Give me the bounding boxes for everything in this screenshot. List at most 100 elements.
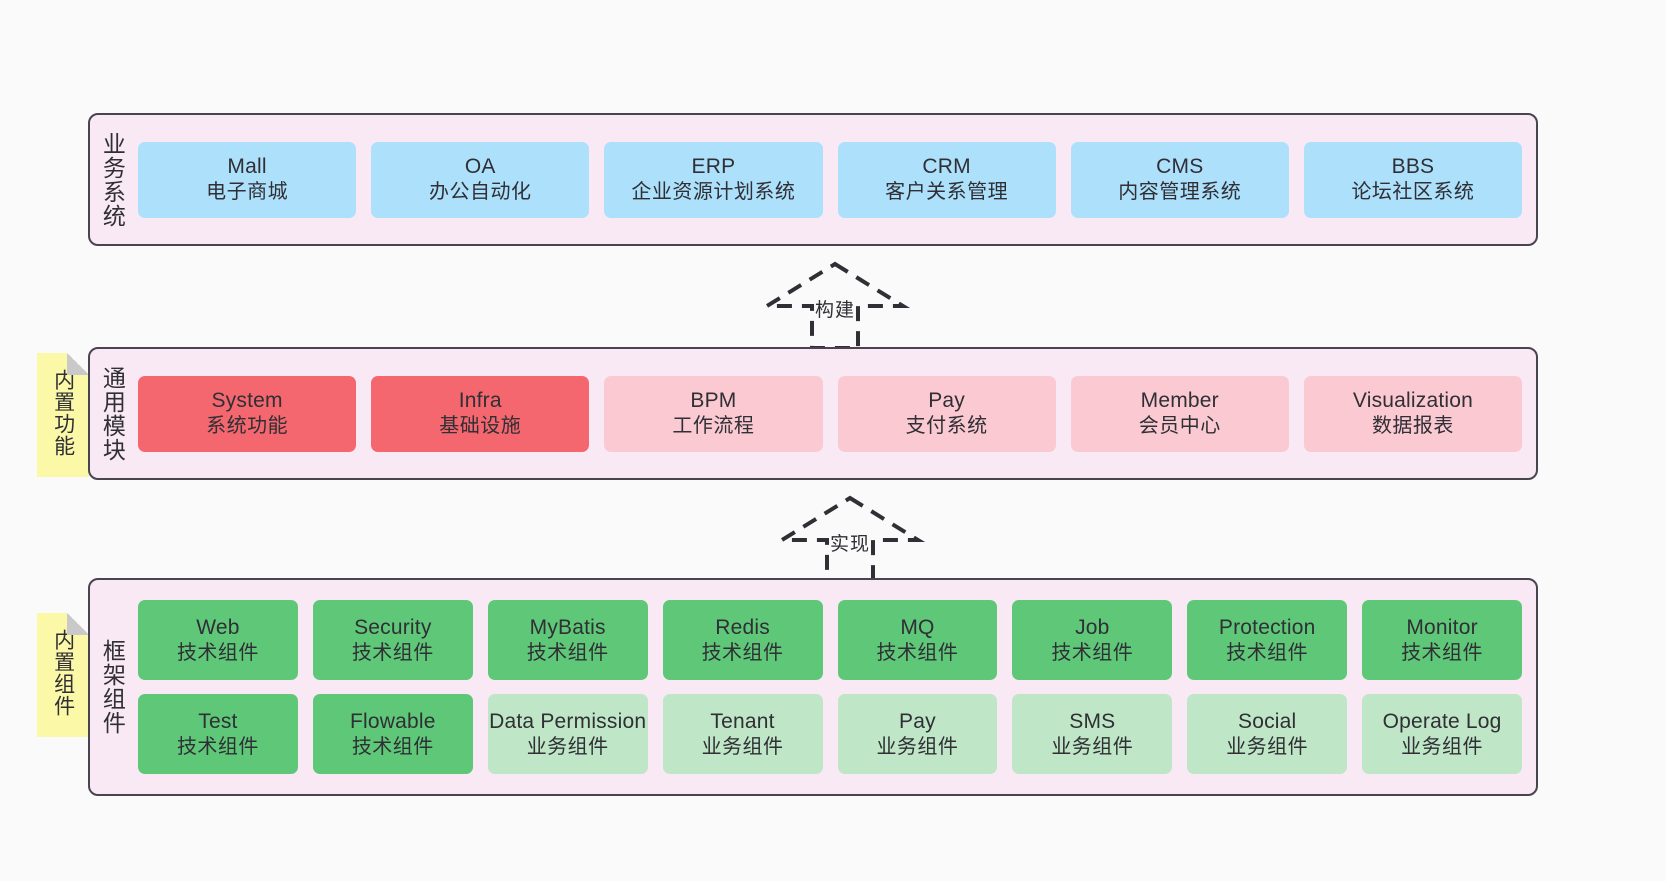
layer-title-framework: 框架组件 <box>99 639 126 735</box>
card-title: MQ <box>900 615 935 639</box>
card-subtitle: 技术组件 <box>176 641 259 664</box>
card-title: Tenant <box>710 709 775 733</box>
card-bpm[interactable]: BPM 工作流程 <box>604 375 823 452</box>
card-title: Job <box>1075 615 1110 639</box>
card-subtitle: 系统功能 <box>206 415 289 438</box>
layer-title-modules: 通用模块 <box>99 365 126 462</box>
card-subtitle: 技术组件 <box>1226 641 1309 664</box>
card-title: Social <box>1237 709 1297 733</box>
card-title: Redis <box>715 615 770 639</box>
card-title: Security <box>354 615 432 639</box>
card-mq[interactable]: MQ 技术组件 <box>837 600 998 680</box>
card-title: CMS <box>1156 155 1204 179</box>
card-redis[interactable]: Redis 技术组件 <box>662 600 823 680</box>
card-title: ERP <box>691 155 736 179</box>
card-bbs[interactable]: BBS 论坛社区系统 <box>1303 141 1523 218</box>
card-mybatis[interactable]: MyBatis 技术组件 <box>487 600 648 680</box>
card-subtitle: 工作流程 <box>672 415 755 438</box>
card-job[interactable]: Job 技术组件 <box>1012 600 1173 680</box>
card-subtitle: 电子商城 <box>206 181 289 204</box>
card-title: CRM <box>922 155 971 179</box>
card-cms[interactable]: CMS 内容管理系统 <box>1070 141 1289 218</box>
card-erp[interactable]: ERP 企业资源计划系统 <box>604 141 823 218</box>
card-title: Mall <box>227 155 267 179</box>
card-title: BPM <box>690 389 737 413</box>
card-operate-log[interactable]: Operate Log 业务组件 <box>1362 694 1522 774</box>
card-subtitle: 业务组件 <box>1401 735 1484 758</box>
card-subtitle: 技术组件 <box>351 641 434 664</box>
card-pay-component[interactable]: Pay 业务组件 <box>837 694 998 774</box>
card-subtitle: 业务组件 <box>876 735 959 758</box>
card-title: Operate Log <box>1382 709 1502 733</box>
card-subtitle: 业务组件 <box>1051 735 1134 758</box>
card-title: Pay <box>928 389 965 413</box>
card-web[interactable]: Web 技术组件 <box>138 600 298 680</box>
card-title: Data Permission <box>489 709 647 733</box>
card-subtitle: 基础设施 <box>439 415 522 438</box>
card-subtitle: 技术组件 <box>1051 641 1134 664</box>
card-subtitle: 业务组件 <box>526 735 609 758</box>
card-subtitle: 数据报表 <box>1371 415 1454 438</box>
layer-framework-components: 框架组件 Web 技术组件 Security 技术组件 MyBatis 技术组件… <box>88 578 1538 796</box>
card-oa[interactable]: OA 办公自动化 <box>371 141 590 218</box>
card-title: Visualization <box>1352 389 1473 413</box>
layer-title-business: 业务系统 <box>99 131 126 228</box>
layer-body-modules: System 系统功能 Infra 基础设施 BPM 工作流程 Pay 支付系统… <box>134 349 1536 478</box>
card-subtitle: 业务组件 <box>1226 735 1309 758</box>
arrow-implement: 实现 <box>770 492 930 584</box>
card-subtitle: 技术组件 <box>1401 641 1484 664</box>
card-pay-module[interactable]: Pay 支付系统 <box>837 375 1056 452</box>
card-security[interactable]: Security 技术组件 <box>312 600 473 680</box>
arrow-build-label: 构建 <box>815 300 856 321</box>
card-title: System <box>211 389 283 413</box>
card-protection[interactable]: Protection 技术组件 <box>1187 600 1348 680</box>
business-card-row: Mall 电子商城 OA 办公自动化 ERP 企业资源计划系统 CRM 客户关系… <box>138 141 1523 218</box>
card-subtitle: 技术组件 <box>701 641 784 664</box>
card-subtitle: 企业资源计划系统 <box>631 181 796 204</box>
note-builtin-components: 内置组件 <box>37 613 89 737</box>
card-infra[interactable]: Infra 基础设施 <box>371 375 590 452</box>
card-test[interactable]: Test 技术组件 <box>138 694 298 774</box>
card-crm[interactable]: CRM 客户关系管理 <box>837 141 1056 218</box>
card-title: Web <box>196 615 240 639</box>
layer-body-framework: Web 技术组件 Security 技术组件 MyBatis 技术组件 Redi… <box>134 580 1536 794</box>
card-title: BBS <box>1391 155 1435 179</box>
card-sms[interactable]: SMS 业务组件 <box>1012 694 1173 774</box>
card-title: Monitor <box>1406 615 1478 639</box>
note-label: 内置组件 <box>51 629 75 717</box>
card-subtitle: 内容管理系统 <box>1118 181 1242 204</box>
card-subtitle: 论坛社区系统 <box>1351 181 1475 204</box>
card-subtitle: 会员中心 <box>1138 415 1221 438</box>
layer-body-business: Mall 电子商城 OA 办公自动化 ERP 企业资源计划系统 CRM 客户关系… <box>134 115 1536 244</box>
card-subtitle: 技术组件 <box>876 641 959 664</box>
layer-business-system: 业务系统 Mall 电子商城 OA 办公自动化 ERP 企业资源计划系统 CRM… <box>88 113 1538 246</box>
card-title: Test <box>198 709 238 733</box>
card-subtitle: 业务组件 <box>701 735 784 758</box>
card-subtitle: 技术组件 <box>176 735 259 758</box>
card-subtitle: 技术组件 <box>351 735 434 758</box>
card-title: Flowable <box>349 709 436 733</box>
layer-common-modules: 通用模块 System 系统功能 Infra 基础设施 BPM 工作流程 Pay… <box>88 347 1538 480</box>
card-tenant[interactable]: Tenant 业务组件 <box>662 694 823 774</box>
card-subtitle: 支付系统 <box>905 415 988 438</box>
card-mall[interactable]: Mall 电子商城 <box>138 141 357 218</box>
card-social[interactable]: Social 业务组件 <box>1187 694 1348 774</box>
arrow-implement-label: 实现 <box>830 534 871 555</box>
card-title: Infra <box>458 389 502 413</box>
card-title: MyBatis <box>529 615 606 639</box>
framework-card-row-2: Test 技术组件 Flowable 技术组件 Data Permission … <box>138 694 1522 774</box>
card-subtitle: 办公自动化 <box>429 181 532 204</box>
card-visualization[interactable]: Visualization 数据报表 <box>1303 375 1523 452</box>
card-system[interactable]: System 系统功能 <box>138 375 357 452</box>
card-title: Pay <box>899 709 936 733</box>
card-member[interactable]: Member 会员中心 <box>1070 375 1289 452</box>
note-label: 内置功能 <box>51 369 75 457</box>
card-title: Protection <box>1218 615 1316 639</box>
note-builtin-functions: 内置功能 <box>37 353 89 477</box>
card-subtitle: 技术组件 <box>526 641 609 664</box>
card-flowable[interactable]: Flowable 技术组件 <box>312 694 473 774</box>
framework-card-row-1: Web 技术组件 Security 技术组件 MyBatis 技术组件 Redi… <box>138 600 1522 680</box>
card-data-permission[interactable]: Data Permission 业务组件 <box>487 694 648 774</box>
card-monitor[interactable]: Monitor 技术组件 <box>1362 600 1522 680</box>
